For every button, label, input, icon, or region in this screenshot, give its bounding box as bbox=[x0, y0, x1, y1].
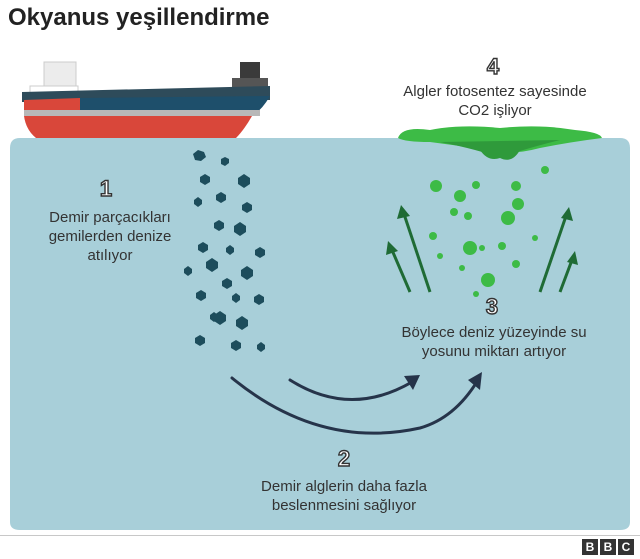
iron-particle bbox=[238, 174, 250, 188]
iron-particle bbox=[236, 316, 248, 330]
sea bbox=[10, 138, 630, 530]
bbc-logo-letter: B bbox=[600, 539, 616, 555]
ship-stripe bbox=[24, 110, 260, 116]
step-3-line: yosunu miktarı artıyor bbox=[421, 343, 567, 360]
algae-dot bbox=[501, 211, 515, 225]
algae-dot bbox=[473, 291, 479, 297]
step-4-line: CO2 işliyor bbox=[458, 102, 532, 119]
ship-hull-red bbox=[24, 98, 80, 110]
ship-cabin-upper bbox=[43, 61, 77, 87]
iron-particle bbox=[241, 266, 253, 280]
algae-dot bbox=[472, 181, 480, 189]
algae-dot bbox=[481, 273, 495, 287]
iron-particle bbox=[195, 335, 205, 346]
step-4-text: Algler fotosentez sayesinde CO2 işliyor bbox=[364, 82, 626, 120]
step-1-number: 1 bbox=[99, 175, 113, 201]
algae-dot bbox=[463, 241, 477, 255]
flow-arrow-inner bbox=[288, 378, 414, 401]
step-3-text: Böylece deniz yüzeyinde su yosunu miktar… bbox=[360, 323, 628, 361]
step-2-text: Demir alglerin daha fazla beslenmesini s… bbox=[224, 477, 464, 515]
iron-particle bbox=[210, 312, 218, 322]
iron-particle bbox=[221, 157, 229, 166]
step-2-number: 2 bbox=[337, 445, 351, 471]
iron-particle bbox=[200, 174, 210, 185]
step-3-line: Böylece deniz yüzeyinde su bbox=[401, 324, 587, 341]
algae-dot bbox=[541, 166, 549, 174]
bbc-logo: B B C bbox=[582, 539, 634, 555]
footer-divider bbox=[0, 535, 640, 536]
algae-dot bbox=[459, 265, 465, 271]
algae-dot bbox=[430, 180, 442, 192]
iron-particle bbox=[254, 294, 264, 305]
iron-particle bbox=[255, 247, 265, 258]
up-arrow-left-1 bbox=[397, 205, 432, 293]
iron-particle bbox=[216, 192, 226, 203]
iron-particle bbox=[234, 222, 246, 236]
algae-dot bbox=[479, 245, 485, 251]
step-1-line: atılıyor bbox=[87, 247, 133, 264]
iron-particle bbox=[194, 197, 202, 207]
ship-hull-bottom bbox=[24, 116, 252, 138]
iron-particle bbox=[198, 242, 208, 253]
up-arrow-right-1 bbox=[538, 207, 573, 293]
step-4-line: Algler fotosentez sayesinde bbox=[403, 83, 587, 100]
algae-dot bbox=[512, 260, 520, 268]
algae-dot bbox=[498, 242, 506, 250]
iron-particle bbox=[184, 266, 192, 276]
bbc-logo-letter: C bbox=[618, 539, 634, 555]
step-1-text: Demir parçacıkları gemilerden denize atı… bbox=[20, 208, 200, 265]
algae-dot bbox=[512, 198, 524, 210]
iron-particle bbox=[231, 340, 241, 351]
iron-particle bbox=[193, 150, 206, 161]
flow-arrow-outer bbox=[230, 376, 480, 435]
flow-arrow-outer-head bbox=[468, 372, 482, 390]
up-arrow-right-2 bbox=[558, 251, 578, 293]
algae-bloom bbox=[398, 126, 602, 160]
algae-dot bbox=[532, 235, 538, 241]
page-title: Okyanus yeşillendirme bbox=[8, 4, 270, 31]
iron-particle bbox=[242, 202, 252, 213]
step-1-line: Demir parçacıkları bbox=[49, 209, 171, 226]
step-2-line: beslenmesini sağlıyor bbox=[271, 497, 417, 514]
algae-dot bbox=[437, 253, 443, 259]
ship bbox=[22, 61, 270, 138]
algae-dot bbox=[450, 208, 458, 216]
iron-particle bbox=[206, 258, 218, 272]
step-4-number: 4 bbox=[486, 53, 500, 79]
iron-particle bbox=[196, 290, 206, 301]
iron-particles bbox=[184, 150, 265, 352]
step-2-line: Demir alglerin daha fazla bbox=[261, 478, 427, 495]
step-1-line: gemilerden denize bbox=[48, 228, 172, 245]
iron-particle bbox=[232, 293, 240, 303]
up-arrow-left-2 bbox=[386, 241, 412, 293]
flow-arrows bbox=[230, 372, 482, 435]
algae-dot bbox=[454, 190, 466, 202]
algae-particles bbox=[429, 166, 549, 297]
step-3-number: 3 bbox=[485, 293, 499, 319]
iron-particle bbox=[257, 342, 265, 352]
rising-arrows bbox=[386, 205, 578, 293]
iron-particle bbox=[214, 220, 224, 231]
iron-particle bbox=[226, 245, 234, 255]
flow-arrow-inner-head bbox=[404, 375, 420, 390]
algae-dot bbox=[511, 181, 521, 191]
bbc-logo-letter: B bbox=[582, 539, 598, 555]
algae-dot bbox=[464, 212, 472, 220]
ship-funnel bbox=[240, 62, 260, 82]
iron-particle bbox=[222, 278, 232, 289]
algae-dot bbox=[429, 232, 437, 240]
